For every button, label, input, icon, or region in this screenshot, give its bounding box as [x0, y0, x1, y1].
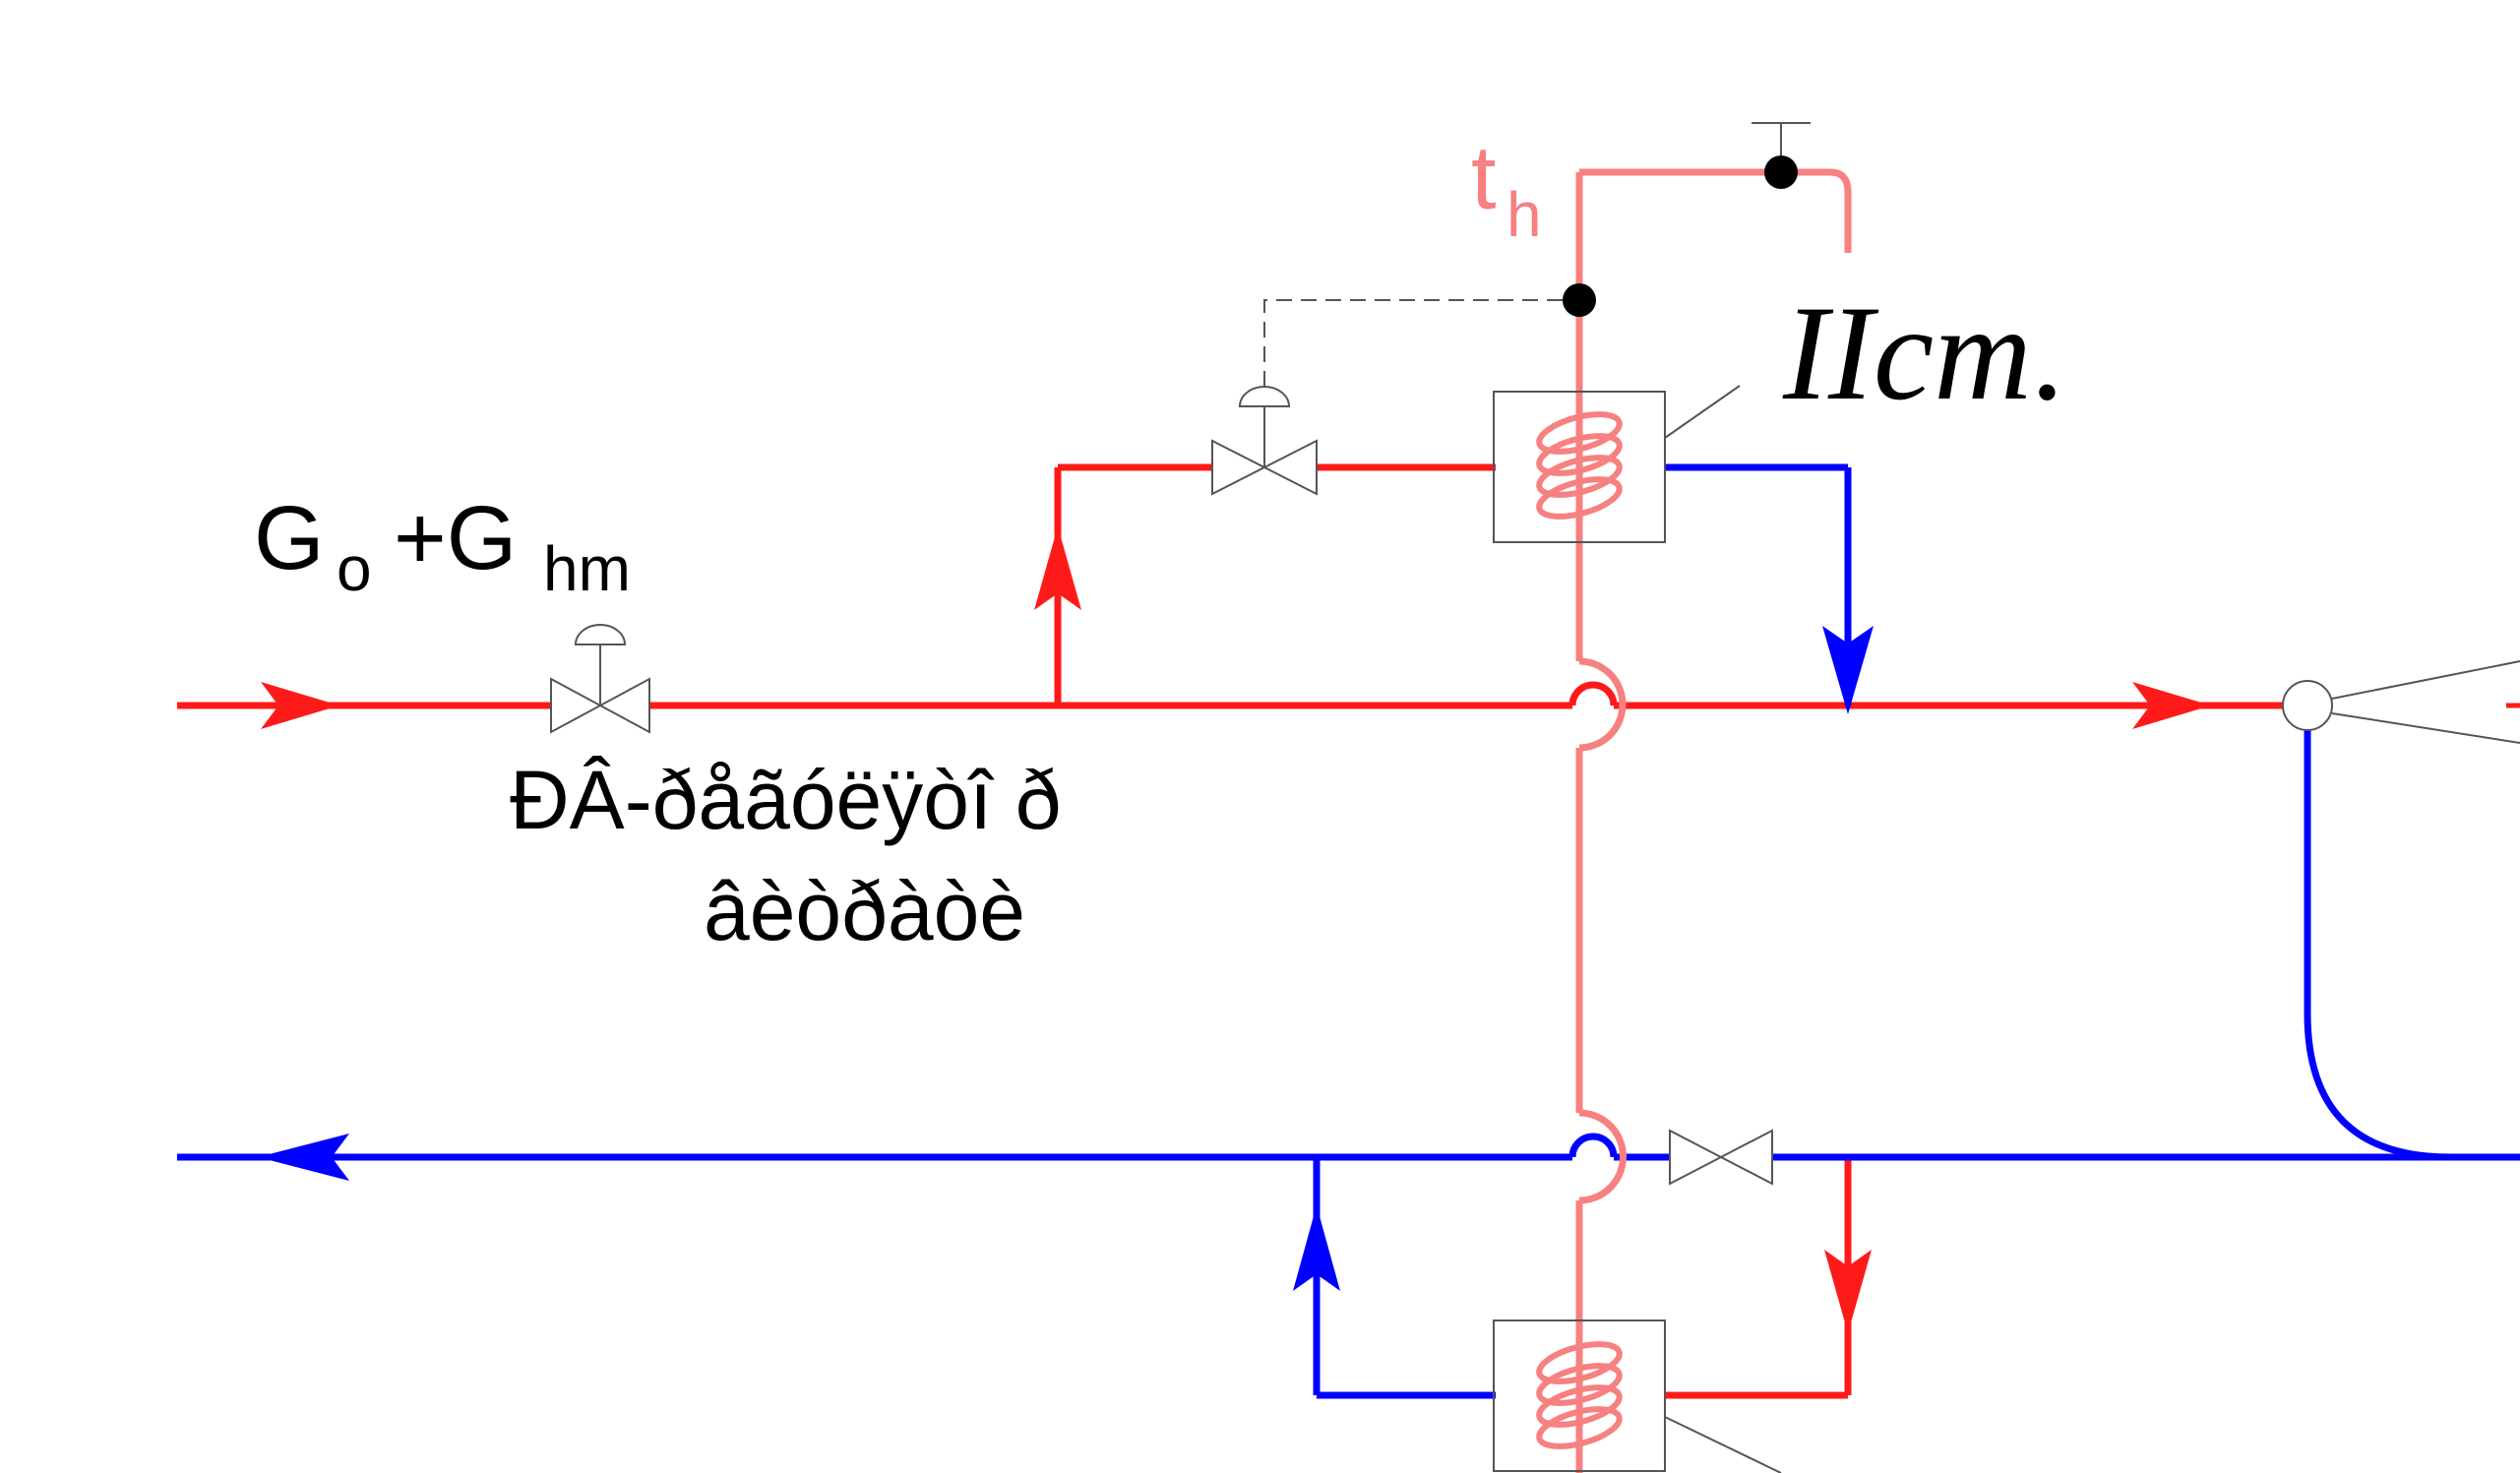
- regulator-label-line2: âèòðàòè: [704, 865, 1025, 957]
- air-vent-icon: [1752, 122, 1811, 189]
- arrow-branch-up: [1034, 526, 1081, 610]
- temperature-label-t: t: [1471, 128, 1497, 228]
- temperature-sensor-icon: [1563, 283, 1596, 317]
- shutoff-valve-icon: [1669, 1129, 1773, 1186]
- temperature-label: t h: [1471, 128, 1542, 250]
- return-pipe-crossover: [1568, 1133, 1618, 1158]
- flow-regulator-valve-icon: [550, 624, 650, 734]
- control-valve-icon: [1211, 299, 1579, 496]
- return-right-curve: [2304, 728, 2520, 1161]
- impulse-line: [1263, 299, 1579, 387]
- pump-icon: [2282, 660, 2520, 744]
- hot-water-bypass-supply: [1578, 657, 1627, 752]
- arrow-outlet-right: [2132, 682, 2211, 729]
- supply-arrows: [261, 526, 2211, 1333]
- flow-label-plus-sub: hm: [543, 533, 631, 604]
- heat-exchanger-lower: [1493, 1320, 1782, 1473]
- heat-exchanger-upper: [1493, 385, 1741, 543]
- hot-water-top-branch: [1579, 168, 1852, 253]
- arrow-inlet-right: [261, 682, 339, 729]
- flow-label-plus-g: +G: [394, 488, 517, 588]
- arrow-return-left: [258, 1134, 349, 1181]
- temperature-label-sub: h: [1506, 179, 1542, 250]
- coil-icon: [1536, 1341, 1623, 1449]
- heat-exchanger-lower-body: [1493, 1320, 1666, 1472]
- supply-pipe: [177, 463, 2283, 1399]
- flow-label: G o +G hm: [254, 488, 631, 604]
- regulator-label-line1: ÐÂ-ðåãóëÿòî ð: [510, 754, 1061, 846]
- lower-hx-leader: [1664, 1416, 1782, 1473]
- return-pipe: [177, 463, 2520, 1399]
- flow-label-g-sub: o: [337, 533, 372, 604]
- stage-label: IIст.: [1782, 277, 2067, 428]
- arrow-return-branch-down: [1822, 626, 1874, 714]
- supply-pipe-crossover: [1568, 681, 1618, 706]
- heat-exchanger-upper-body: [1493, 391, 1666, 543]
- flow-label-g: G: [254, 488, 325, 588]
- arrow-lower-red-down: [1824, 1250, 1872, 1333]
- return-arrows: [258, 626, 1874, 1291]
- stage-label-leader: [1664, 385, 1741, 439]
- coil-icon: [1536, 411, 1623, 520]
- hot-water-pipe: [1575, 168, 1852, 1473]
- hot-water-bypass-return: [1578, 1109, 1627, 1204]
- arrow-lower-blue-up: [1293, 1205, 1340, 1291]
